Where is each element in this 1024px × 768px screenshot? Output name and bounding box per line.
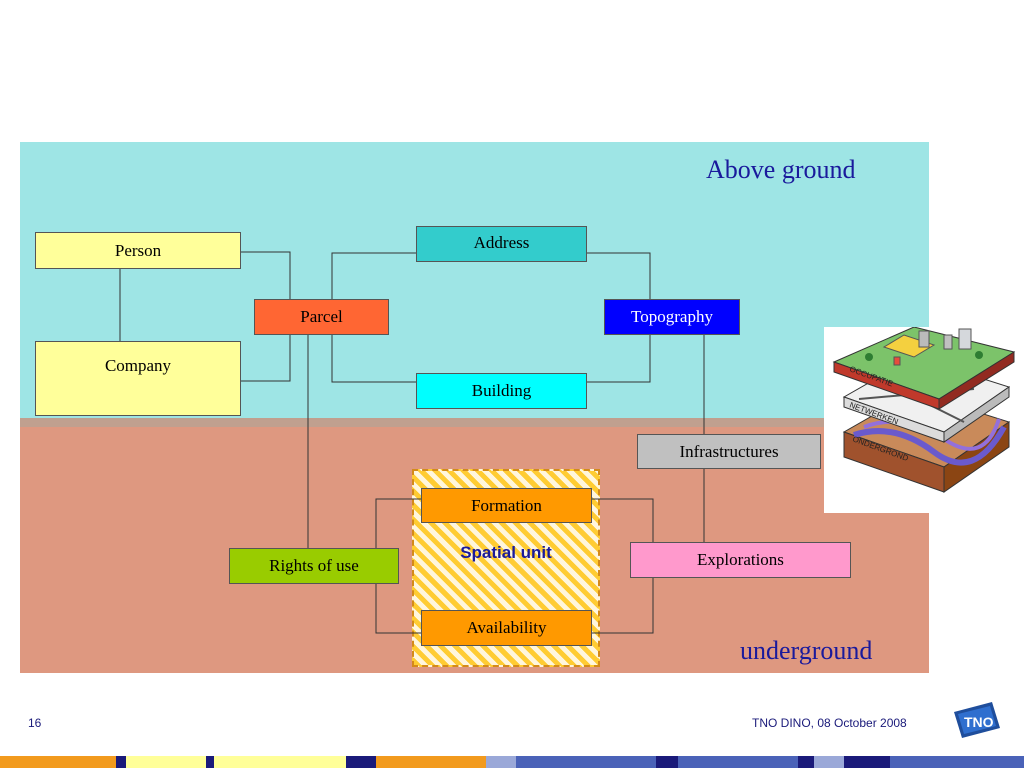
underground-label: underground — [740, 636, 873, 665]
rights-formation-link — [375, 498, 422, 549]
infrastructures-entity: Infrastructures — [637, 434, 821, 469]
zone-divider — [20, 418, 929, 427]
topography-entity: Topography — [604, 299, 740, 335]
rights-of-use-entity: Rights of use — [229, 548, 399, 584]
formation-entity: Formation — [421, 488, 592, 523]
rights-availability-link — [375, 584, 422, 634]
person-entity: Person — [35, 232, 241, 269]
explorations-entity: Explorations — [630, 542, 851, 578]
address-topography-link — [586, 252, 651, 300]
company-parcel-link — [240, 335, 291, 382]
parcel-building-link — [331, 335, 417, 383]
parcel-entity: Parcel — [254, 299, 389, 335]
svg-text:TNO: TNO — [964, 714, 994, 730]
availability-explorations-link — [591, 578, 654, 634]
formation-explorations-link — [591, 498, 654, 543]
address-entity: Address — [416, 226, 587, 262]
spatial-unit-label: Spatial unit — [460, 543, 552, 562]
person-parcel-link — [240, 251, 291, 300]
building-entity: Building — [416, 373, 587, 409]
page-number: 16 — [28, 716, 42, 730]
building-topography-link — [586, 335, 651, 383]
footer-caption: TNO DINO, 08 October 2008 — [752, 716, 907, 730]
above-ground-label: Above ground — [706, 155, 856, 184]
layered-city-illustration: OCCUPATIE NETWERKEN ONDERGROND — [824, 326, 1024, 513]
availability-entity: Availability — [421, 610, 592, 646]
parcel-address-link — [331, 252, 417, 300]
tno-logo: TNO — [952, 700, 1002, 740]
company-entity: Company — [35, 341, 241, 416]
